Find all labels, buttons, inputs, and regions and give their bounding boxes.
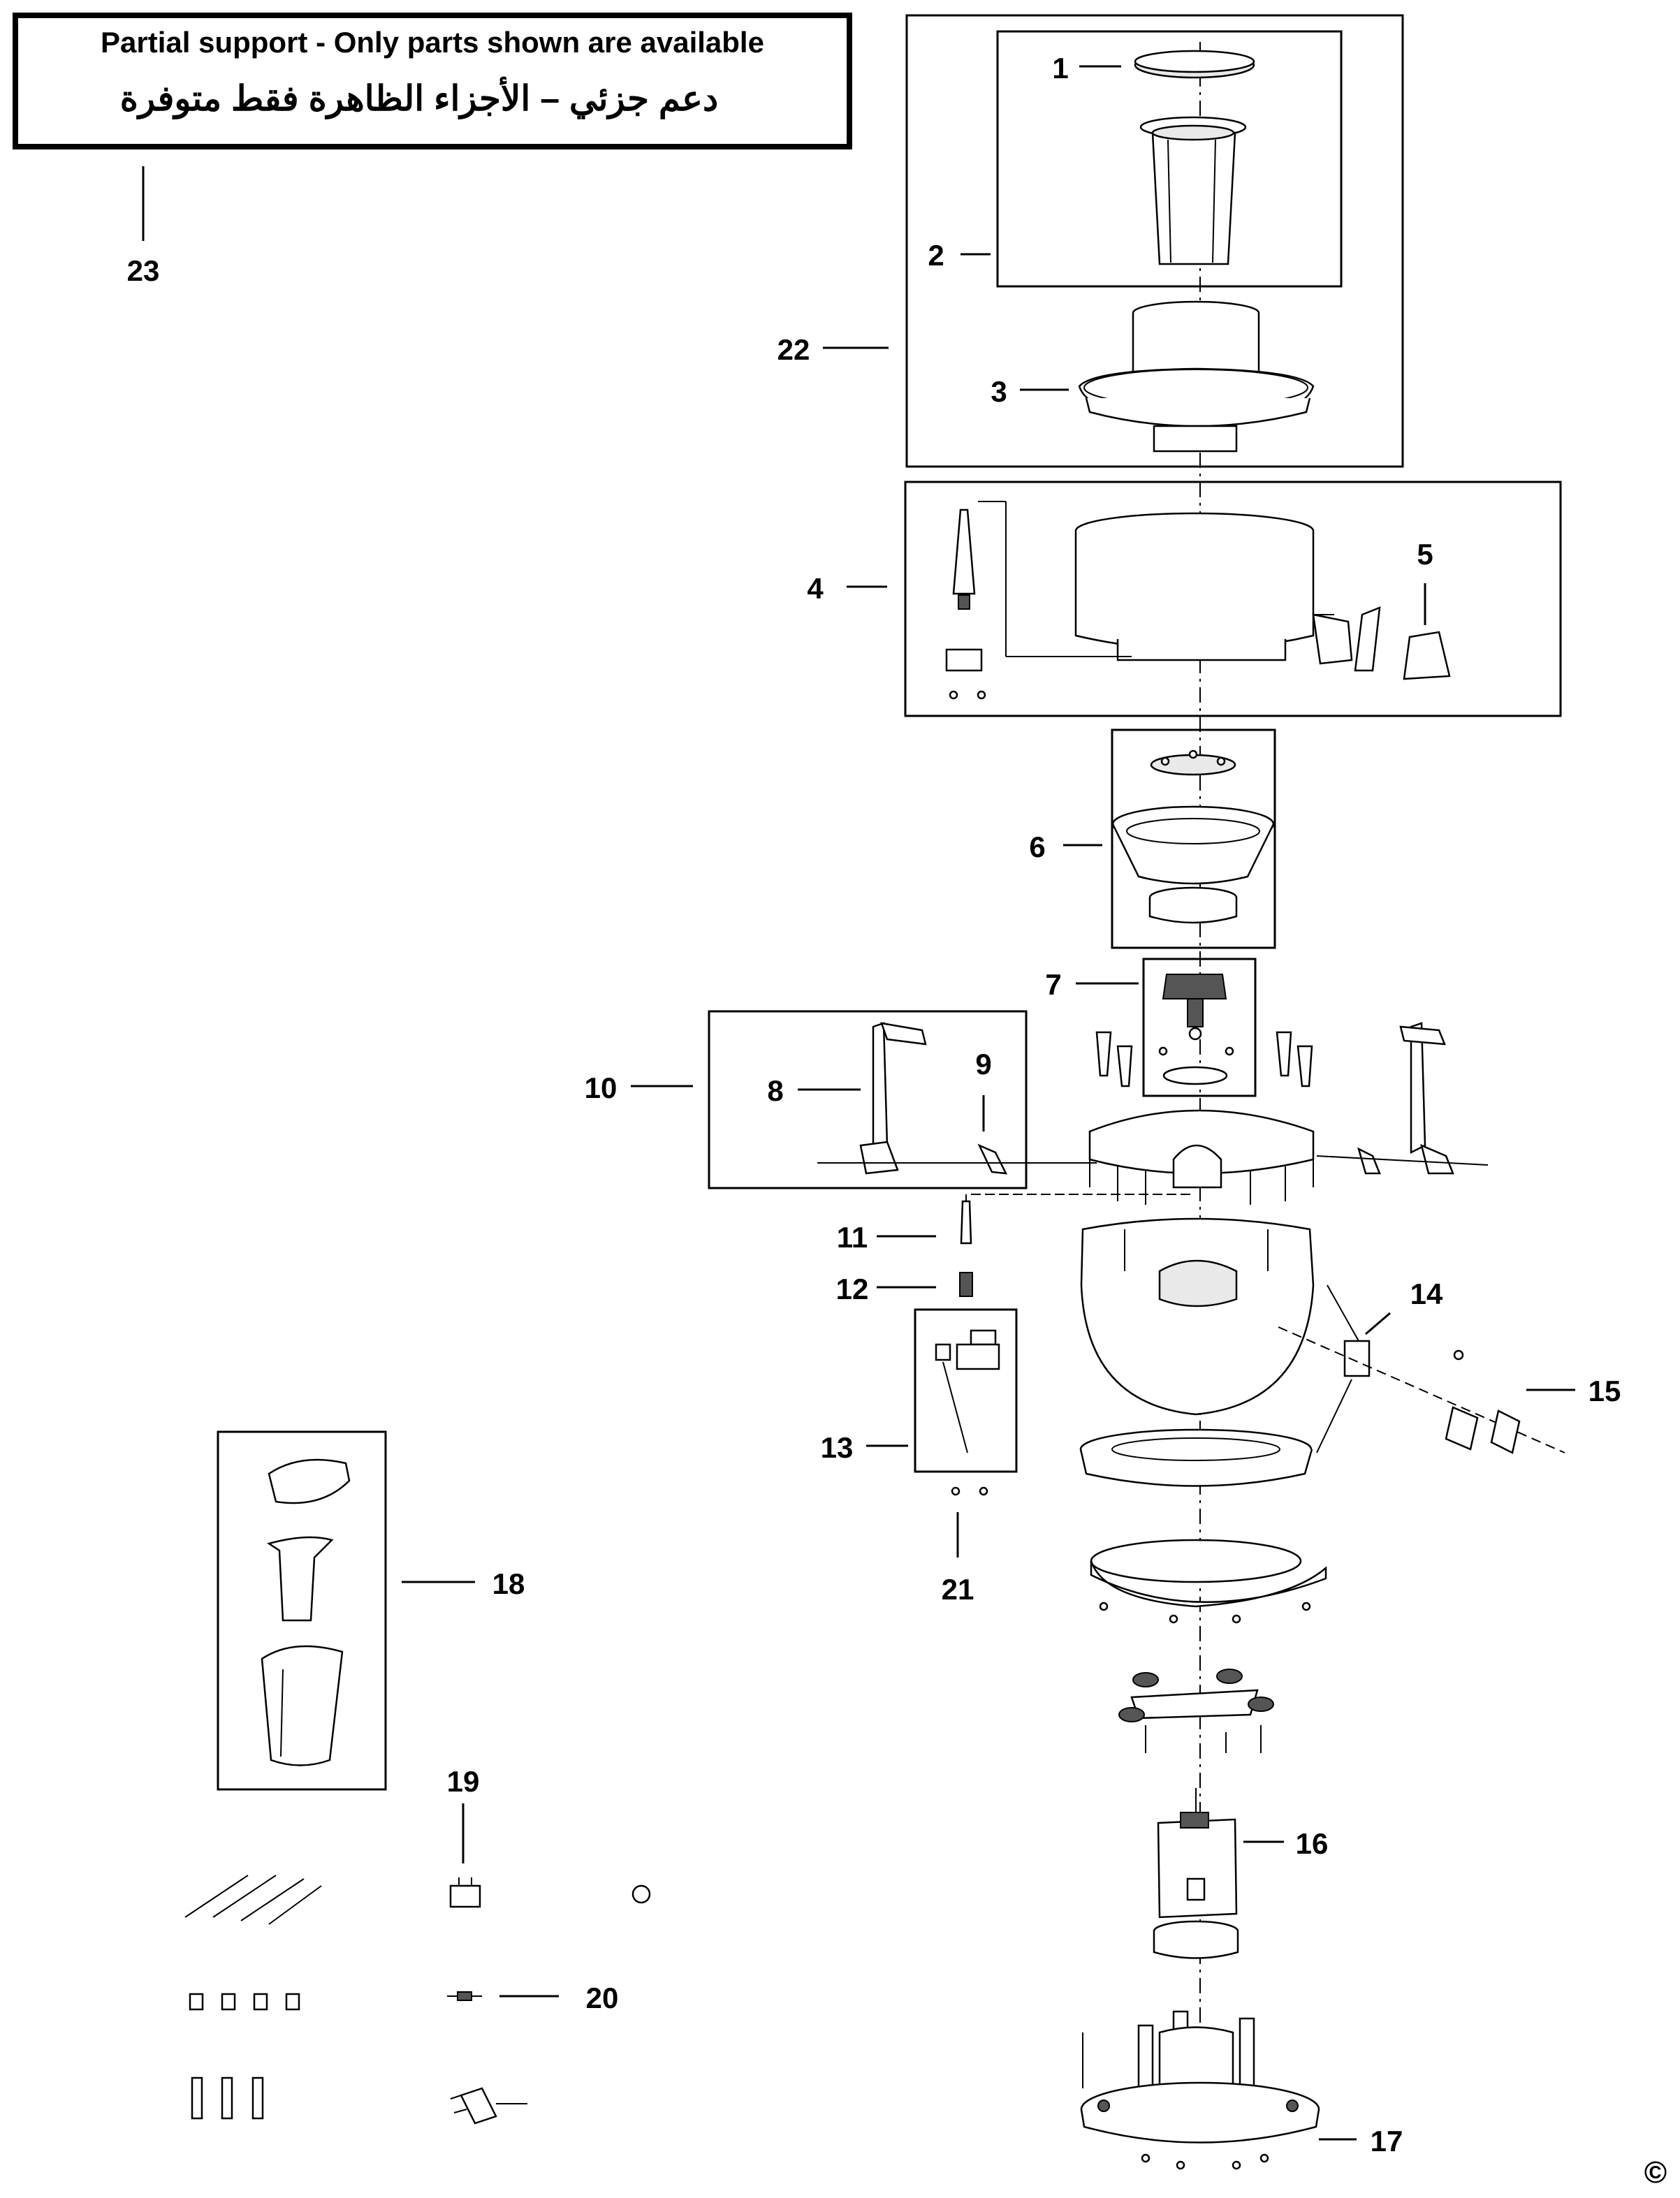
leader-lines xyxy=(402,65,1575,2141)
feet-set xyxy=(189,1993,300,2011)
part-17-base xyxy=(1080,2010,1320,2170)
clamp-arm-right xyxy=(1316,1022,1489,1175)
part-2-pusher xyxy=(1139,116,1247,265)
group-box-18 xyxy=(217,1430,387,1791)
group-box-2 xyxy=(996,30,1343,288)
callout-11: 11 xyxy=(837,1221,868,1254)
group-box-10 xyxy=(708,1010,1028,1189)
nails-set xyxy=(184,1875,322,1925)
part-7-coupler xyxy=(1158,974,1234,1085)
mounting-plate xyxy=(1118,1669,1274,1753)
side-pins xyxy=(1095,1031,1313,1087)
callout-8: 8 xyxy=(767,1074,783,1107)
callout-13: 13 xyxy=(821,1431,854,1464)
callout-21: 21 xyxy=(942,1573,974,1606)
callout-23: 23 xyxy=(127,254,160,287)
part-14-switch xyxy=(1278,1284,1565,1453)
motor-base-ring xyxy=(1090,1539,1327,1624)
part-1-cap xyxy=(1134,50,1255,79)
part-15-knob xyxy=(1445,1349,1521,1454)
callout-9: 9 xyxy=(975,1048,991,1080)
callout-4: 4 xyxy=(807,572,824,605)
callout-15: 15 xyxy=(1588,1375,1621,1407)
notice-arabic: دعم جزئي – الأجزاء الظاهرة فقط متوفرة xyxy=(120,77,719,119)
part-6-filter-basket xyxy=(1111,749,1275,924)
part-8-clamp-arm xyxy=(859,1022,927,1175)
motor-cover-plate xyxy=(1088,1109,1315,1205)
callout-7: 7 xyxy=(1045,968,1061,1001)
callout-3: 3 xyxy=(991,375,1007,408)
callout-5: 5 xyxy=(1417,538,1433,571)
part-5-spout xyxy=(1403,631,1451,680)
part-4-bowl xyxy=(945,501,1381,700)
part-9-pin xyxy=(977,1143,1008,1175)
callout-1: 1 xyxy=(1052,52,1068,85)
callout-17: 17 xyxy=(1371,2125,1403,2157)
group-box-7 xyxy=(1142,958,1257,1097)
part-16-motor xyxy=(1153,1788,1239,1959)
notice-english: Partial support - Only parts shown are a… xyxy=(101,26,764,59)
part-11-latch-rod xyxy=(960,1194,1195,1245)
group-box-6 xyxy=(1111,728,1276,949)
group-box-22 xyxy=(905,14,1404,468)
power-plug xyxy=(450,2087,527,2125)
group-box-13 xyxy=(914,1308,1018,1473)
callout-10: 10 xyxy=(585,1071,618,1104)
callout-16: 16 xyxy=(1296,1827,1329,1860)
callout-14: 14 xyxy=(1410,1277,1443,1310)
pegs-set xyxy=(191,2076,264,2120)
callout-6: 6 xyxy=(1029,830,1045,863)
part-19-plug-adapter xyxy=(449,1877,481,1908)
part-12-spring xyxy=(959,1272,973,1297)
part-21-screws xyxy=(951,1486,988,1496)
part-18-accessories xyxy=(261,1458,351,1766)
part-3-lid xyxy=(1078,300,1315,453)
callout-22: 22 xyxy=(777,333,810,366)
nut-part xyxy=(631,1884,651,1904)
group-box-4 xyxy=(904,481,1562,717)
callout-18: 18 xyxy=(492,1567,525,1600)
part-13-switch-assembly xyxy=(935,1329,1000,1453)
callout-19: 19 xyxy=(447,1765,480,1798)
callout-12: 12 xyxy=(836,1273,869,1305)
callout-20: 20 xyxy=(586,1981,619,2014)
part-20-connector xyxy=(447,1991,482,2001)
callout-2: 2 xyxy=(928,239,944,272)
partial-support-notice: Partial support - Only parts shown are a… xyxy=(13,13,852,149)
copyright-mark: © xyxy=(1644,2155,1667,2190)
motor-housing xyxy=(1080,1217,1315,1416)
seal-ring xyxy=(1079,1428,1313,1487)
